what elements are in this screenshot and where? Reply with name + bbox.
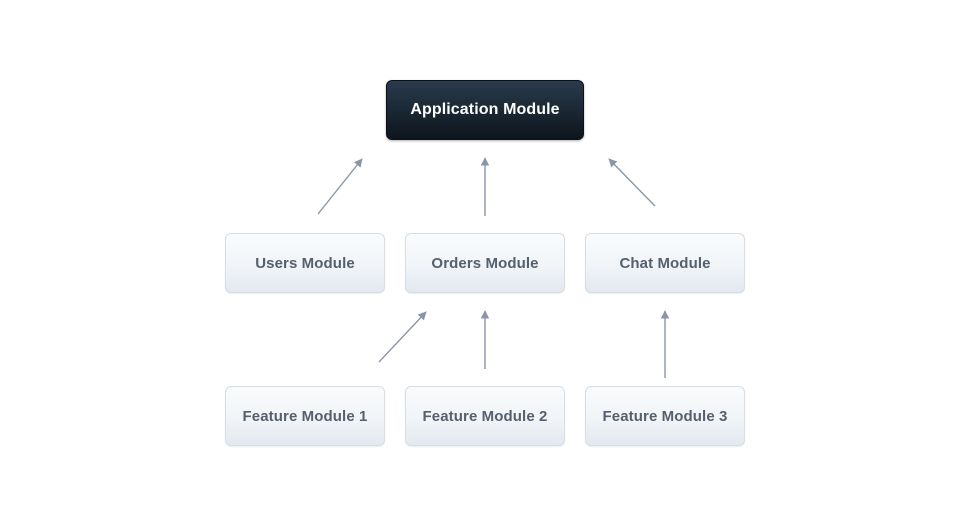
node-orders-module[interactable]: Orders Module (405, 233, 565, 293)
node-application-module[interactable]: Application Module (386, 80, 584, 140)
edge-feature1-to-orders (378, 311, 427, 363)
node-feature-module-1[interactable]: Feature Module 1 (225, 386, 385, 446)
node-label: Application Module (410, 101, 560, 118)
node-label: Feature Module 3 (602, 407, 728, 425)
node-label: Orders Module (431, 254, 539, 272)
edge-users-to-application (317, 158, 363, 215)
node-chat-module[interactable]: Chat Module (585, 233, 745, 293)
node-label: Feature Module 1 (242, 407, 368, 425)
edge-chat-to-application (608, 158, 656, 207)
node-label: Chat Module (619, 254, 711, 272)
node-feature-module-2[interactable]: Feature Module 2 (405, 386, 565, 446)
node-users-module[interactable]: Users Module (225, 233, 385, 293)
node-label: Feature Module 2 (422, 407, 548, 425)
node-feature-module-3[interactable]: Feature Module 3 (585, 386, 745, 446)
node-label: Users Module (255, 254, 355, 272)
